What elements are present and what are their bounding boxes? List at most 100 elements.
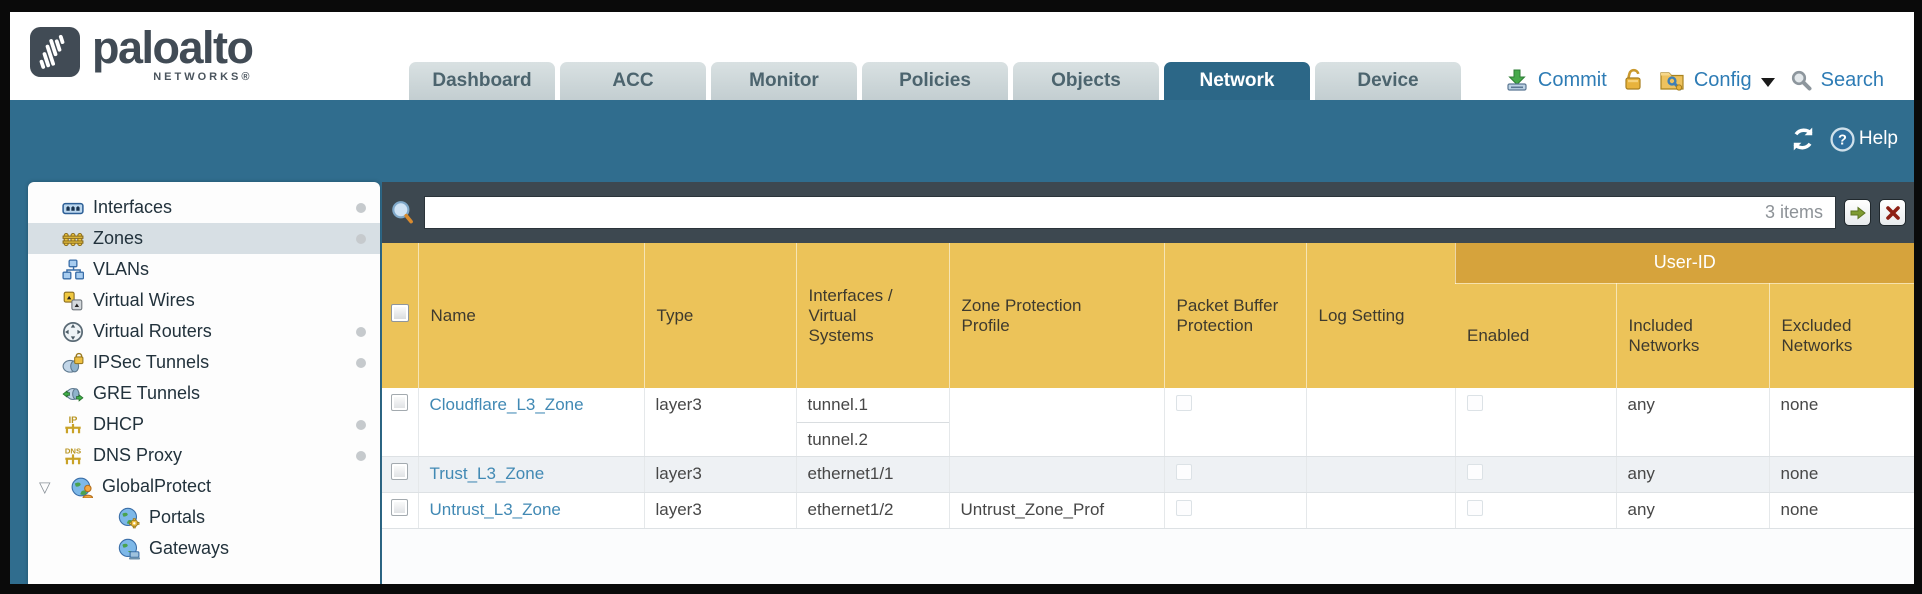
status-dot bbox=[356, 233, 366, 244]
tab-device[interactable]: Device bbox=[1315, 62, 1461, 100]
tab-policies[interactable]: Policies bbox=[862, 62, 1008, 100]
sidebar-item-dhcp[interactable]: IP DHCP bbox=[28, 409, 380, 440]
gre-tunnels-icon bbox=[62, 383, 84, 405]
status-dot bbox=[356, 202, 366, 213]
zone-protection-profile-cell bbox=[948, 388, 1164, 457]
column-header-type[interactable]: Type bbox=[643, 243, 796, 388]
log-setting-cell bbox=[1305, 388, 1455, 457]
sidebar-item-virtual-routers[interactable]: Virtual Routers bbox=[28, 316, 380, 347]
sidebar-item-gateways[interactable]: Gateways bbox=[28, 533, 380, 564]
sidebar-item-vlans[interactable]: VLANs bbox=[28, 254, 380, 285]
tab-dashboard[interactable]: Dashboard bbox=[409, 62, 555, 100]
interface-value: tunnel.1 bbox=[807, 395, 869, 414]
help-icon: ? bbox=[1830, 126, 1855, 152]
column-header-name[interactable]: Name bbox=[417, 243, 644, 388]
included-networks-cell: any bbox=[1615, 492, 1769, 529]
band-tools: ? Help bbox=[1790, 126, 1898, 152]
search-icon[interactable] bbox=[1790, 69, 1812, 91]
column-header-interfaces[interactable]: Interfaces / Virtual Systems bbox=[795, 243, 949, 388]
logo-brand-text: paloalto bbox=[92, 22, 254, 73]
tab-monitor[interactable]: Monitor bbox=[711, 62, 857, 100]
column-header-log-setting[interactable]: Log Setting bbox=[1305, 243, 1455, 388]
zones-icon bbox=[62, 228, 84, 250]
column-header-packet-buffer-protection[interactable]: Packet Buffer Protection bbox=[1163, 243, 1306, 388]
item-count-label: 3 items bbox=[1764, 202, 1823, 222]
top-header: paloalto NETWORKS® Dashboard ACC Monitor… bbox=[10, 12, 1914, 100]
sidebar-item-label: GRE Tunnels bbox=[93, 383, 201, 403]
commit-button[interactable]: Commit bbox=[1537, 68, 1607, 91]
content-panel: 3 items bbox=[382, 182, 1914, 584]
globalprotect-icon bbox=[71, 476, 93, 498]
interface-value: tunnel.2 bbox=[796, 422, 949, 456]
select-all-checkbox[interactable] bbox=[390, 304, 409, 322]
zone-name-link[interactable]: Untrust_L3_Zone bbox=[429, 500, 561, 519]
tab-objects[interactable]: Objects bbox=[1013, 62, 1159, 100]
sidebar-item-label: IPSec Tunnels bbox=[93, 352, 210, 372]
sidebar-item-label: Portals bbox=[149, 507, 206, 527]
search-button[interactable]: Search bbox=[1820, 68, 1884, 91]
main-region: ? Help Interfaces Zones bbox=[10, 100, 1914, 584]
log-setting-cell bbox=[1305, 492, 1455, 529]
sidebar-item-label: DNS Proxy bbox=[93, 445, 183, 465]
refresh-icon[interactable] bbox=[1790, 126, 1816, 152]
lock-icon[interactable] bbox=[1622, 68, 1644, 92]
sidebar-item-ipsec-tunnels[interactable]: IPSec Tunnels bbox=[28, 347, 380, 378]
svg-text:DNS: DNS bbox=[65, 446, 81, 455]
help-button[interactable]: ? Help bbox=[1830, 126, 1898, 152]
config-icon[interactable] bbox=[1659, 68, 1685, 92]
sidebar-item-virtual-wires[interactable]: Virtual Wires bbox=[28, 285, 380, 316]
row-checkbox[interactable] bbox=[391, 463, 409, 480]
config-caret-icon[interactable] bbox=[1760, 77, 1775, 87]
sidebar-item-portals[interactable]: Portals bbox=[28, 502, 380, 533]
zone-name-link[interactable]: Cloudflare_L3_Zone bbox=[429, 395, 584, 414]
table-row-untrust-l3-zone: Untrust_L3_Zone layer3 ethernet1/2 Untru… bbox=[382, 492, 1914, 529]
tab-network[interactable]: Network bbox=[1164, 62, 1310, 100]
row-checkbox[interactable] bbox=[391, 499, 409, 516]
sidebar-item-label: Virtual Wires bbox=[93, 290, 195, 310]
sidebar-item-label: Interfaces bbox=[93, 197, 173, 217]
virtual-wires-icon bbox=[62, 290, 84, 312]
clear-filter-button[interactable] bbox=[1879, 199, 1906, 226]
sidebar-item-zones[interactable]: Zones bbox=[28, 223, 380, 254]
packet-buffer-protection-checkbox[interactable] bbox=[1175, 464, 1192, 480]
sidebar-item-globalprotect[interactable]: ▽ GlobalProtect bbox=[28, 471, 380, 502]
config-button[interactable]: Config bbox=[1693, 68, 1752, 91]
column-header-included-networks[interactable]: Included Networks bbox=[1615, 283, 1769, 388]
table-row-cloudflare-l3-zone: Cloudflare_L3_Zone layer3 tunnel.1 tunne… bbox=[382, 388, 1914, 457]
packet-buffer-protection-checkbox[interactable] bbox=[1175, 500, 1192, 516]
column-header-zone-protection-profile[interactable]: Zone Protection Profile bbox=[948, 243, 1164, 388]
sidebar-item-interfaces[interactable]: Interfaces bbox=[28, 192, 380, 223]
collapse-triangle-icon[interactable]: ▽ bbox=[39, 478, 51, 496]
select-all-header bbox=[382, 243, 418, 388]
zone-interfaces-cell: ethernet1/2 bbox=[795, 492, 949, 529]
filter-search-icon bbox=[392, 200, 413, 223]
svg-text:IP: IP bbox=[69, 414, 78, 424]
user-id-enabled-checkbox[interactable] bbox=[1466, 500, 1483, 516]
status-dot bbox=[356, 419, 366, 430]
tab-acc[interactable]: ACC bbox=[560, 62, 706, 100]
log-setting-cell bbox=[1305, 456, 1455, 493]
sidebar-item-label: Gateways bbox=[149, 538, 230, 558]
row-checkbox[interactable] bbox=[391, 394, 409, 411]
packet-buffer-protection-checkbox[interactable] bbox=[1175, 395, 1192, 411]
sidebar-item-dns-proxy[interactable]: DNS DNS Proxy bbox=[28, 440, 380, 471]
status-dot bbox=[356, 326, 366, 337]
zone-name-link[interactable]: Trust_L3_Zone bbox=[429, 464, 545, 483]
status-dot bbox=[356, 450, 366, 461]
commit-icon[interactable] bbox=[1505, 68, 1529, 92]
gateways-icon bbox=[118, 538, 140, 560]
zone-type-cell: layer3 bbox=[643, 492, 796, 529]
paloalto-logo: paloalto NETWORKS® bbox=[30, 22, 254, 83]
zones-table: Name Type Interfaces / Virtual Systems Z… bbox=[382, 243, 1914, 529]
column-header-enabled[interactable]: Enabled bbox=[1455, 283, 1616, 388]
column-header-excluded-networks[interactable]: Excluded Networks bbox=[1768, 283, 1914, 388]
included-networks-cell: any bbox=[1615, 456, 1769, 493]
help-label: Help bbox=[1858, 128, 1898, 149]
user-id-enabled-checkbox[interactable] bbox=[1466, 395, 1483, 411]
apply-filter-button[interactable] bbox=[1844, 199, 1871, 226]
sidebar-item-gre-tunnels[interactable]: GRE Tunnels bbox=[28, 378, 380, 409]
excluded-networks-cell: none bbox=[1768, 492, 1914, 529]
user-id-enabled-checkbox[interactable] bbox=[1466, 464, 1483, 480]
filter-input[interactable] bbox=[425, 197, 1765, 228]
